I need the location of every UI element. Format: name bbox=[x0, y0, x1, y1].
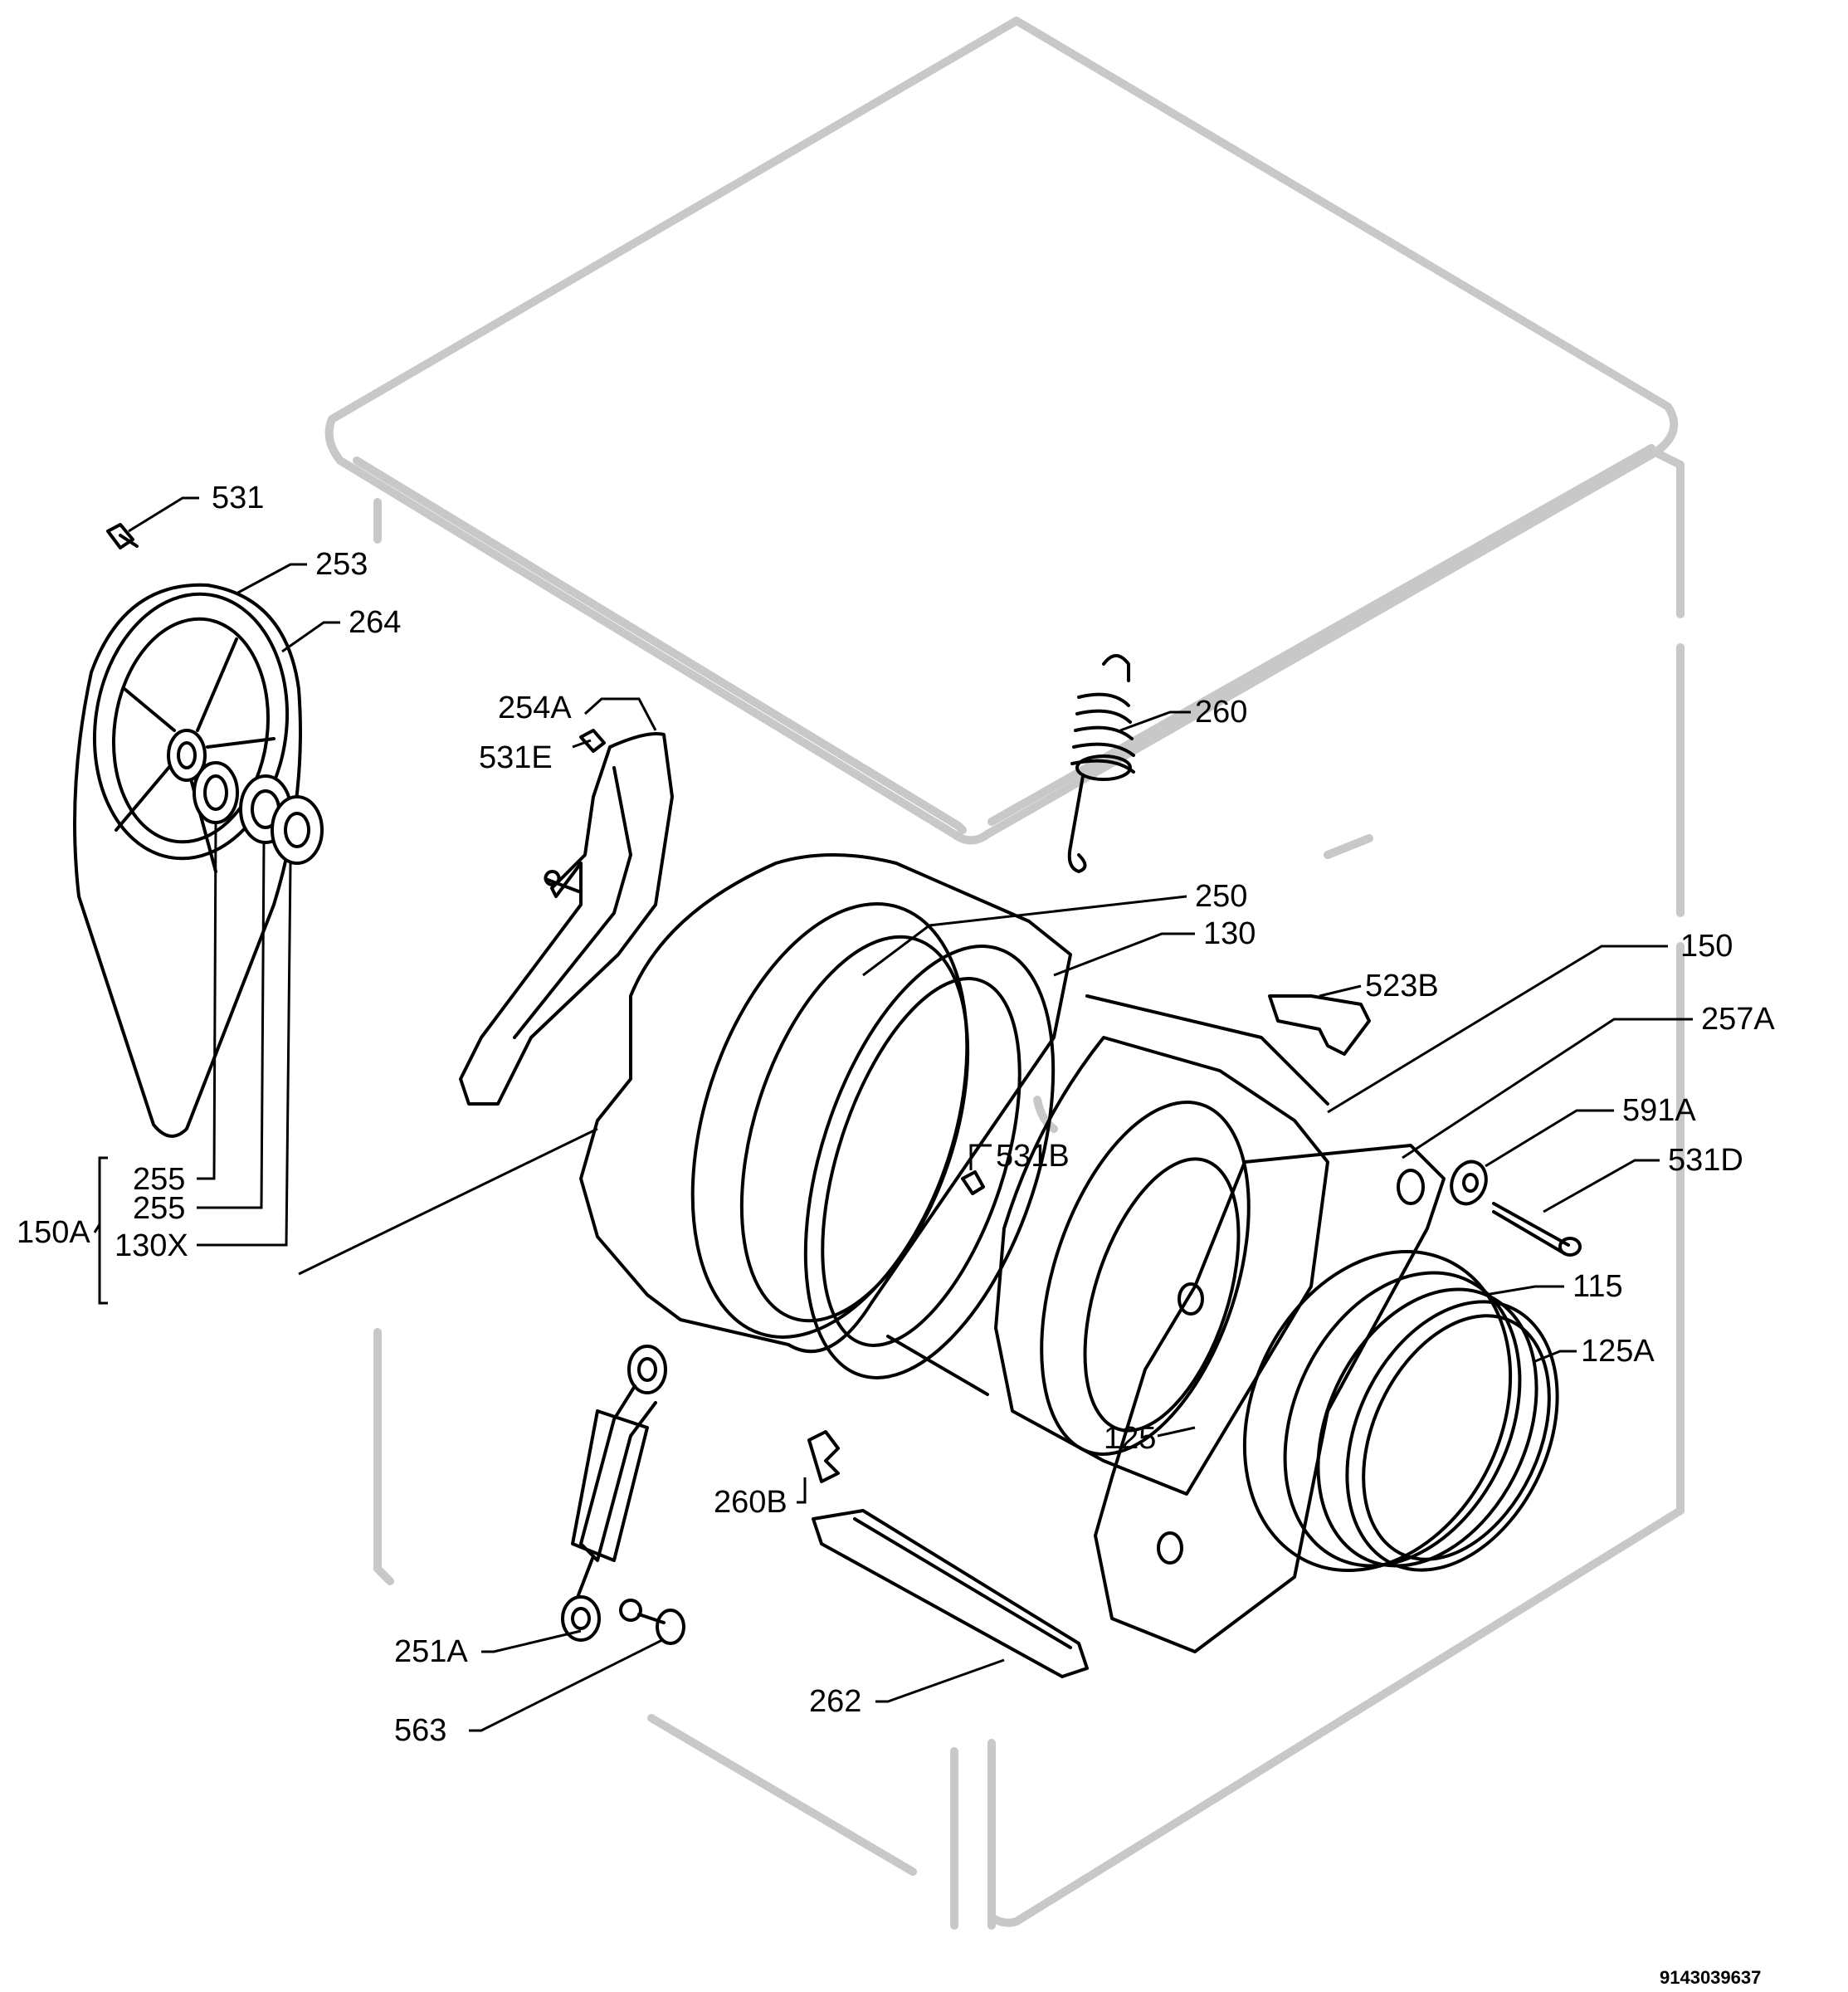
label-262: 262 bbox=[809, 1684, 861, 1719]
label-257a: 257A bbox=[1701, 1002, 1775, 1037]
bolt-531d bbox=[1492, 1202, 1582, 1257]
screw-531e bbox=[579, 729, 606, 753]
label-250: 250 bbox=[1195, 879, 1247, 914]
cabinet-outline bbox=[324, 17, 1685, 1930]
label-254a: 254A bbox=[498, 691, 572, 725]
bearings-255-130x bbox=[193, 761, 324, 865]
drawing-code: 9143039637 bbox=[1660, 1967, 1761, 1988]
drum-130 bbox=[803, 945, 1329, 1396]
label-531b: 531B bbox=[996, 1139, 1070, 1174]
label-531e: 531E bbox=[479, 740, 553, 775]
washer-591a bbox=[1450, 1160, 1488, 1206]
label-260b: 260B bbox=[714, 1485, 787, 1520]
label-255-first: 255 bbox=[133, 1162, 185, 1197]
shock-absorber-251a bbox=[561, 1345, 667, 1642]
clip-260b bbox=[807, 1430, 840, 1483]
label-125a: 125A bbox=[1581, 1334, 1655, 1369]
bracket-254a bbox=[459, 732, 674, 1106]
door-gasket-125 bbox=[1242, 1249, 1522, 1573]
label-150a: 150A bbox=[17, 1215, 90, 1250]
label-251a: 251A bbox=[394, 1634, 468, 1669]
label-253: 253 bbox=[315, 547, 368, 582]
label-130x: 130X bbox=[115, 1228, 188, 1263]
tub-rear-250 bbox=[579, 853, 1072, 1354]
counterweight-257a bbox=[1094, 1144, 1446, 1653]
bolt-563 bbox=[619, 1599, 685, 1645]
label-523b: 523B bbox=[1365, 969, 1439, 1003]
clamp-115 bbox=[1316, 1287, 1538, 1568]
label-125: 125 bbox=[1104, 1421, 1156, 1456]
label-264: 264 bbox=[349, 605, 401, 640]
label-255-second: 255 bbox=[133, 1191, 185, 1226]
screw-531 bbox=[106, 523, 139, 549]
label-563: 563 bbox=[394, 1713, 446, 1748]
label-115: 115 bbox=[1573, 1269, 1623, 1304]
strip-262 bbox=[812, 1509, 1089, 1678]
label-591a: 591A bbox=[1622, 1093, 1696, 1128]
label-150: 150 bbox=[1680, 929, 1733, 964]
label-531: 531 bbox=[212, 481, 264, 515]
leader-lines bbox=[93, 496, 1693, 1732]
bracket-523b bbox=[1268, 994, 1371, 1056]
tub-front-150 bbox=[994, 1036, 1329, 1496]
label-260: 260 bbox=[1195, 695, 1247, 730]
pulley-253 bbox=[73, 583, 302, 1138]
clamp-125a bbox=[1345, 1300, 1559, 1572]
screw-531b bbox=[961, 1170, 985, 1195]
label-531d: 531D bbox=[1668, 1143, 1743, 1178]
part-labels: 531 253 264 254A 531E 260 250 130 150 52… bbox=[17, 481, 1775, 1988]
spring-260 bbox=[1067, 654, 1135, 873]
label-130: 130 bbox=[1203, 916, 1256, 951]
